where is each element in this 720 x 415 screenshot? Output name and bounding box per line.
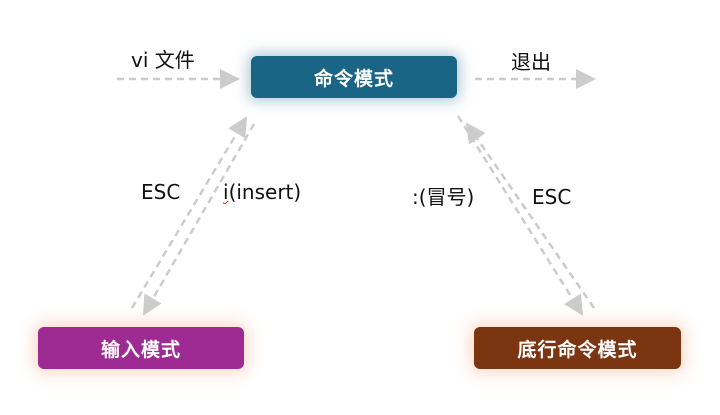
insert-key-letter: i — [223, 180, 229, 204]
last-line-mode-box: 底行命令模式 — [474, 327, 681, 369]
colon-label: :(冒号) — [412, 185, 475, 209]
enter-label: vi 文件 — [131, 48, 195, 72]
esc-left-label: ESC — [141, 180, 181, 204]
insert-arrow — [130, 116, 248, 309]
esc-left-arrow — [142, 123, 256, 316]
insert-key-label: i(insert) — [223, 180, 301, 204]
command-mode-box: 命令模式 — [251, 56, 457, 98]
exit-label: 退出 — [511, 50, 551, 74]
insert-mode-box: 输入模式 — [38, 327, 244, 369]
esc-right-label: ESC — [532, 185, 572, 209]
esc-right-arrow — [465, 122, 596, 309]
insert-key-rest: (insert) — [228, 180, 302, 204]
colon-arrow — [456, 115, 584, 316]
